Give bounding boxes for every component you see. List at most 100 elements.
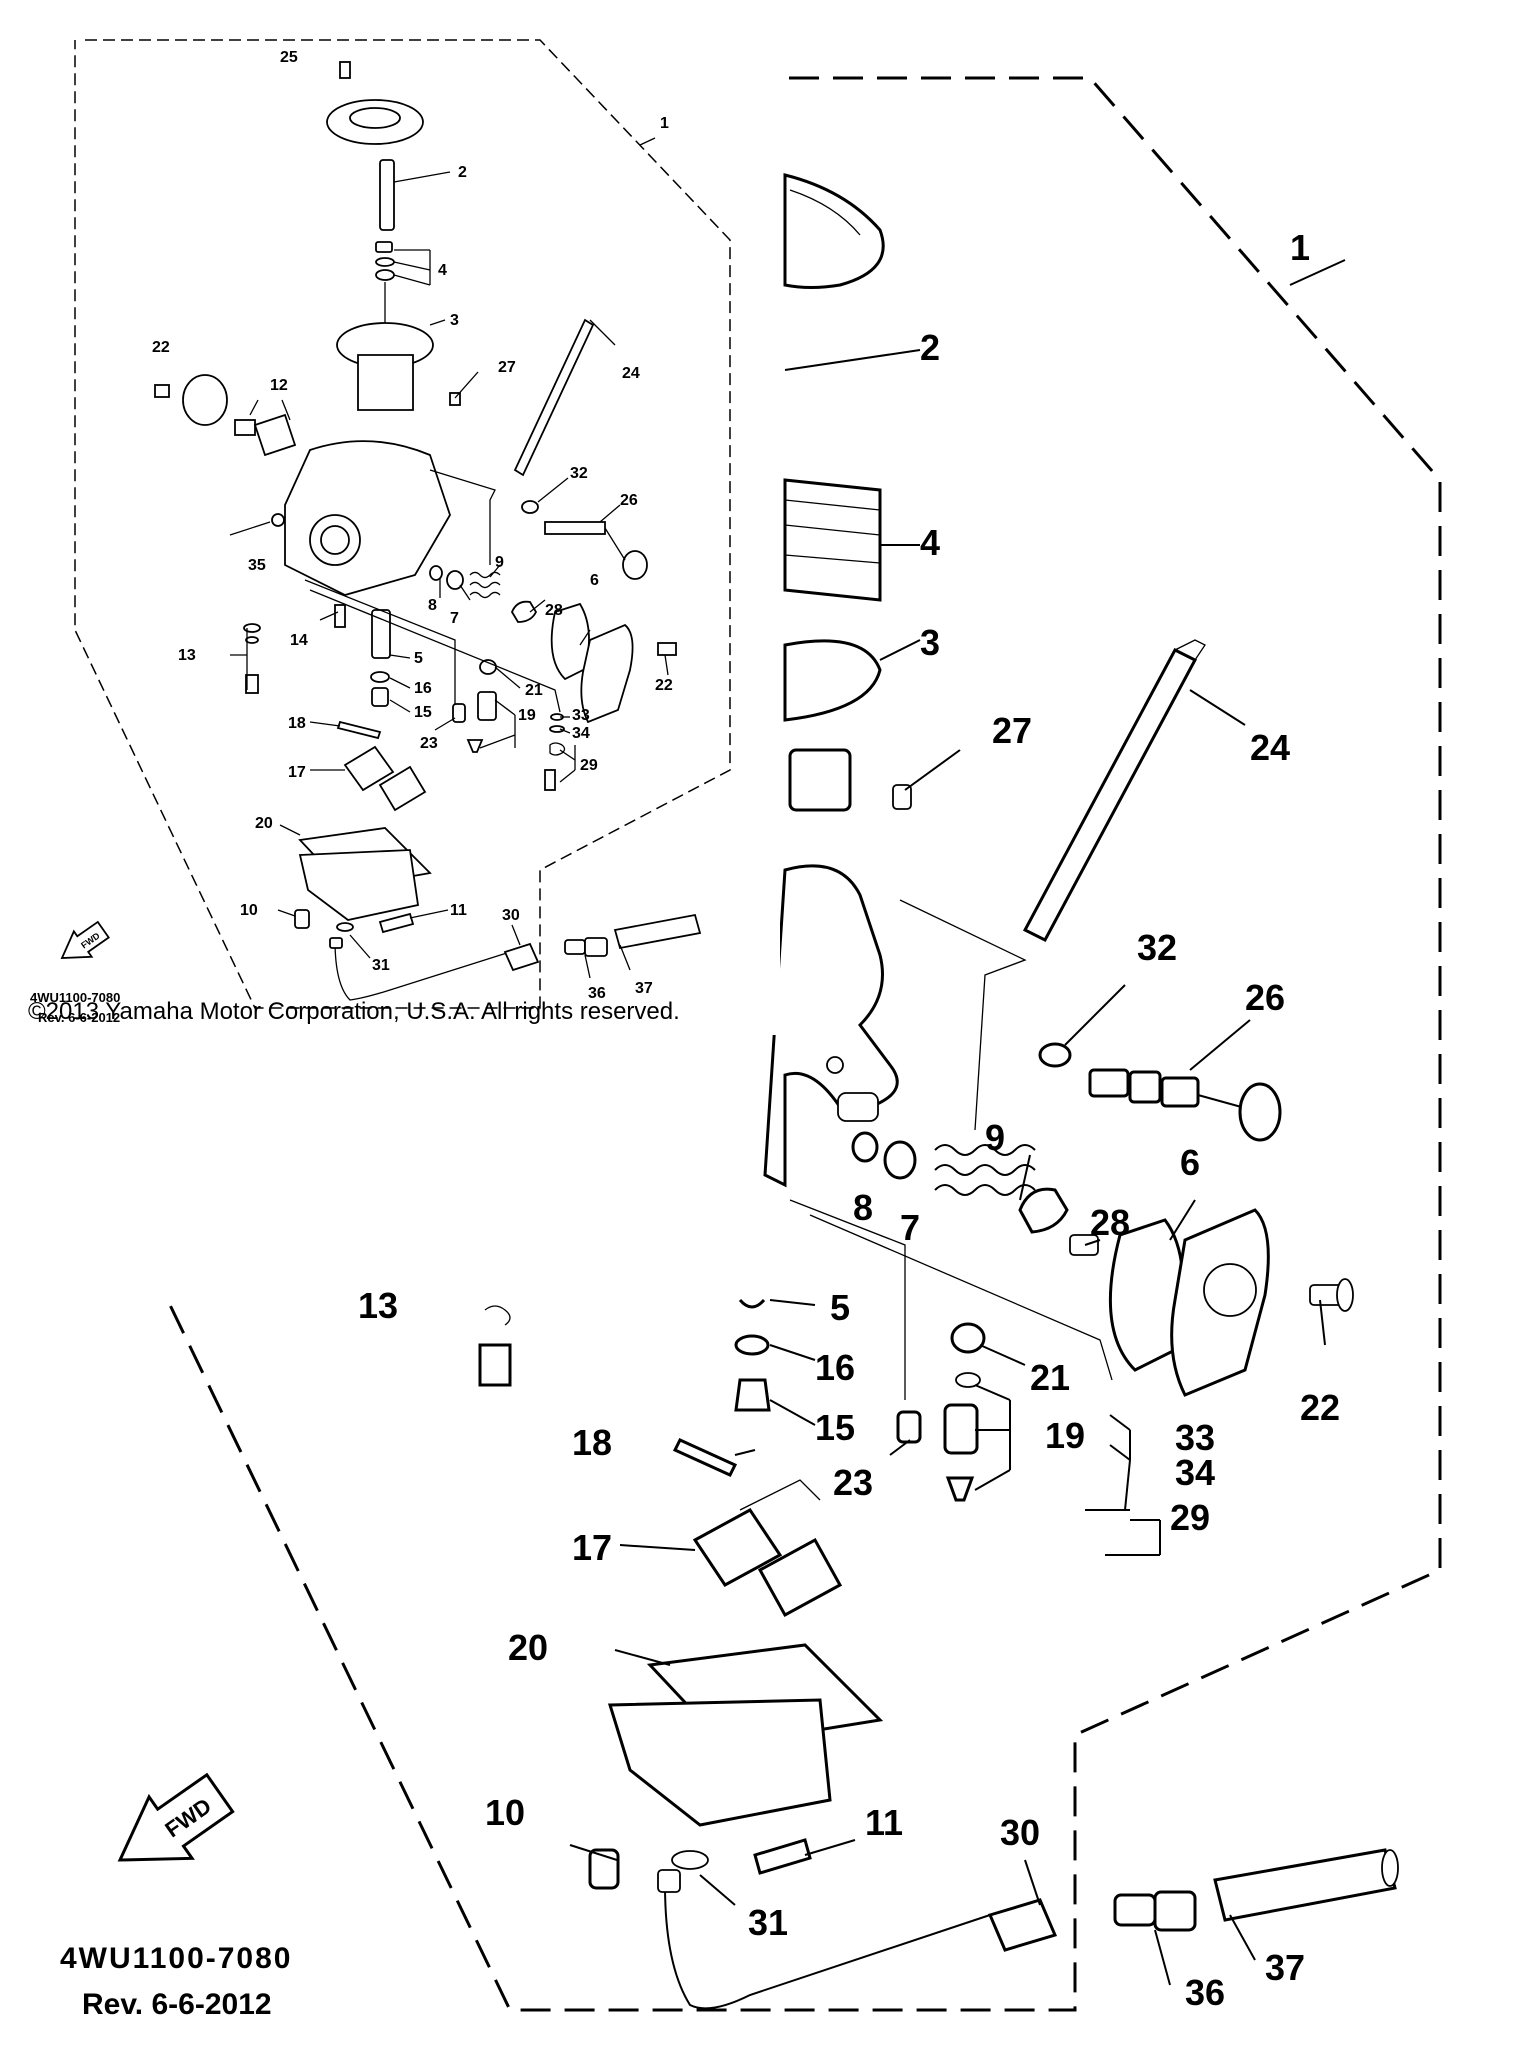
inset-callout-30: 30 xyxy=(502,907,520,924)
part-19-seat xyxy=(955,1372,981,1388)
large-jet-holder xyxy=(788,748,852,812)
inset-callout-23: 23 xyxy=(420,735,438,752)
callout-9: 9 xyxy=(985,1117,1005,1158)
inset-callout-8: 8 xyxy=(428,597,437,614)
callout-5: 5 xyxy=(830,1287,850,1328)
part-37-tube xyxy=(1213,1848,1397,1922)
callout-23: 23 xyxy=(833,1462,873,1503)
large-centerline xyxy=(809,1214,1113,1381)
part-17-float xyxy=(692,1479,843,1618)
inset-callouts: 1 2 3 4 5 6 7 8 9 10 11 12 13 14 15 16 1… xyxy=(152,49,673,1002)
inset-callout-18: 18 xyxy=(288,715,306,732)
callout-28: 28 xyxy=(1090,1202,1130,1243)
callout-20: 20 xyxy=(508,1627,548,1668)
callout-26: 26 xyxy=(1245,977,1285,1018)
callout-10: 10 xyxy=(485,1792,525,1833)
part-23-jet xyxy=(896,1410,922,1444)
inset-callout-27: 27 xyxy=(498,359,516,376)
inset-callout-36: 36 xyxy=(588,985,606,1002)
drain-hose xyxy=(664,1884,991,2010)
part-36-fitting xyxy=(1113,1890,1197,1932)
part-22-screw xyxy=(1309,1278,1354,1312)
inset-callout-13: 13 xyxy=(178,647,196,664)
inset-callout-31: 31 xyxy=(372,957,390,974)
inset-callout-14: 14 xyxy=(290,632,308,649)
callout-17: 17 xyxy=(572,1527,612,1568)
part-13-jet xyxy=(478,1343,512,1387)
inset-callout-28: 28 xyxy=(545,602,563,619)
large-fwd-arrow-icon: FWD xyxy=(117,1772,235,1862)
callout-27: 27 xyxy=(992,710,1032,751)
callout-30: 30 xyxy=(1000,1812,1040,1853)
large-leader-lines xyxy=(569,259,1346,1986)
callout-7: 7 xyxy=(900,1207,920,1248)
part-19-valve xyxy=(943,1403,979,1455)
inset-fwd-arrow-icon: FWD xyxy=(60,920,110,959)
large-top-cap xyxy=(783,173,885,289)
large-callouts: 1 2 3 4 5 6 7 8 9 10 11 13 15 16 17 18 1… xyxy=(358,227,1340,2013)
inset-callout-22-left: 22 xyxy=(152,339,170,356)
callout-34: 34 xyxy=(1175,1452,1215,1493)
large-assembly-boundary xyxy=(168,76,1442,2012)
inset-assembly-boundary xyxy=(74,39,731,1009)
part-10-screw xyxy=(588,1848,620,1890)
inset-callout-12: 12 xyxy=(270,377,288,394)
callout-19: 19 xyxy=(1045,1415,1085,1456)
inset-callout-17: 17 xyxy=(288,764,306,781)
callout-8: 8 xyxy=(853,1187,873,1228)
part-5-ring xyxy=(738,1298,766,1309)
callout-24: 24 xyxy=(1250,727,1290,768)
inset-callout-11: 11 xyxy=(450,902,467,919)
inset-callout-1: 1 xyxy=(660,115,669,132)
inset-callout-3: 3 xyxy=(450,312,459,329)
part-24-rod xyxy=(1022,648,1198,942)
inset-callout-25: 25 xyxy=(280,49,298,66)
part-30-connector xyxy=(987,1898,1058,1952)
large-carburetor-body xyxy=(763,864,899,1188)
callout-3: 3 xyxy=(920,622,940,663)
part-21-plug xyxy=(950,1322,986,1354)
callout-37: 37 xyxy=(1265,1947,1305,1988)
large-float-bowl xyxy=(607,1698,832,1827)
copyright-notice: ©2013 Yamaha Motor Corporation, U.S.A. A… xyxy=(28,998,680,1025)
callout-18: 18 xyxy=(572,1422,612,1463)
revision-date: Rev. 6-6-2012 xyxy=(82,1988,272,2021)
inset-leader-lines xyxy=(229,137,669,979)
inset-callout-37: 37 xyxy=(635,980,653,997)
inset-callout-4: 4 xyxy=(438,262,447,279)
part-27-nut xyxy=(892,784,912,810)
part-9-spring xyxy=(934,1144,1036,1196)
inset-callout-22-right: 22 xyxy=(655,677,673,694)
part-code: 4WU1100-7080 xyxy=(60,1942,293,1975)
callout-6: 6 xyxy=(1180,1142,1200,1183)
inset-parts xyxy=(154,61,702,1001)
part-7-ring xyxy=(883,1140,917,1180)
inset-callout-19: 19 xyxy=(518,707,536,724)
callout-16: 16 xyxy=(815,1347,855,1388)
inset-callout-5: 5 xyxy=(414,650,423,667)
inset-callout-15: 15 xyxy=(414,704,432,721)
part-16-washer xyxy=(734,1334,770,1356)
inset-callout-16: 16 xyxy=(414,680,432,697)
callout-4: 4 xyxy=(920,522,940,563)
inset-callout-33: 33 xyxy=(572,707,590,724)
callout-32: 32 xyxy=(1137,927,1177,968)
inset-callout-24: 24 xyxy=(622,365,640,382)
part-11-screw xyxy=(753,1838,812,1875)
callout-2: 2 xyxy=(920,327,940,368)
part-8-washer xyxy=(851,1131,879,1163)
inset-callout-35: 35 xyxy=(248,557,266,574)
part-32-washer xyxy=(1038,1042,1072,1068)
callout-29: 29 xyxy=(1170,1497,1210,1538)
callout-15: 15 xyxy=(815,1407,855,1448)
inset-callout-10: 10 xyxy=(240,902,258,919)
inset-callout-21: 21 xyxy=(525,682,543,699)
callout-13: 13 xyxy=(358,1285,398,1326)
part-18-bolt xyxy=(672,1438,738,1477)
inset-callout-9: 9 xyxy=(495,554,504,571)
callout-36: 36 xyxy=(1185,1972,1225,2013)
callout-21: 21 xyxy=(1030,1357,1070,1398)
inset-callout-7: 7 xyxy=(450,610,459,627)
inset-callout-34: 34 xyxy=(572,725,590,742)
